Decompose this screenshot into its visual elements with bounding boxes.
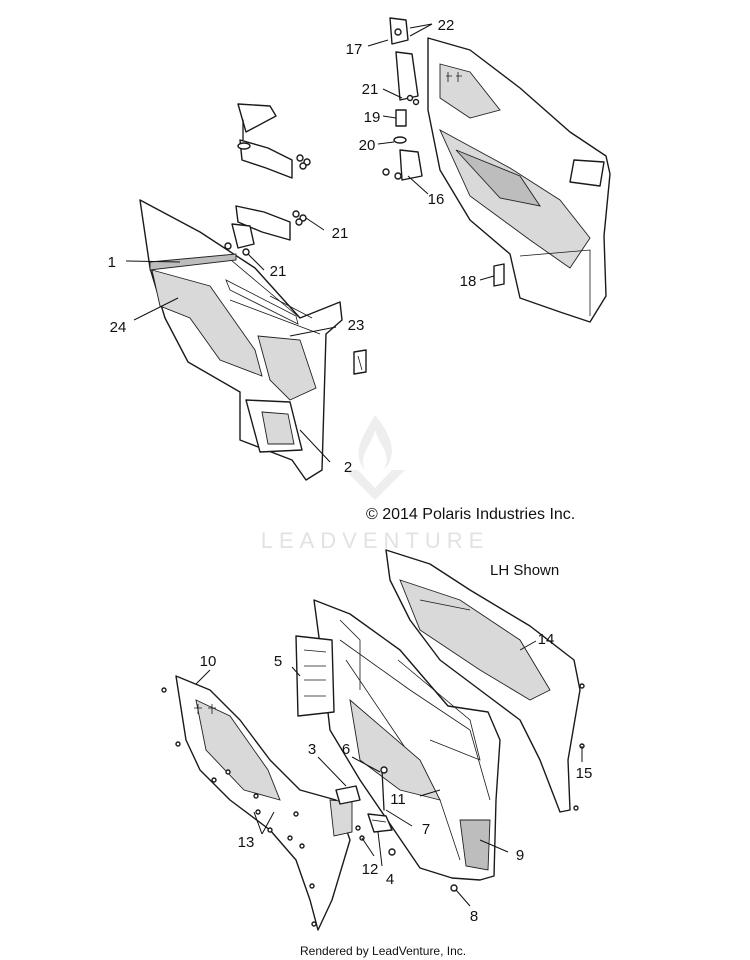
view-note: LH Shown — [490, 562, 559, 579]
watermark-text: LEADVENTURE — [261, 528, 490, 553]
lower-outer-cover — [385, 549, 581, 813]
door-frame-panel — [313, 599, 501, 881]
upper-hinge-bolts — [296, 154, 311, 170]
callout-2: 2 — [344, 459, 352, 476]
callout-10: 10 — [200, 653, 217, 670]
callout-21-upper: 21 — [362, 81, 379, 98]
callout-16: 16 — [428, 191, 445, 208]
inner-hinge-washer — [393, 136, 407, 144]
callout-1: 1 — [108, 254, 116, 271]
footer-text: Rendered by LeadVenture, Inc. — [300, 944, 466, 958]
callout-5: 5 — [274, 653, 282, 670]
callout-4: 4 — [386, 871, 394, 888]
callout-17: 17 — [346, 41, 363, 58]
latch-rod — [380, 766, 388, 811]
lower-inner-hinge-bracket — [382, 149, 423, 181]
lower-hinge-bolts — [292, 210, 307, 226]
upper-inner-door-panel — [427, 37, 611, 323]
latch-assembly — [367, 813, 393, 833]
latch-mount — [335, 785, 361, 805]
callout-21-middle: 21 — [332, 225, 349, 242]
lower-trim-panel — [175, 675, 353, 931]
callout-22: 22 — [438, 17, 455, 34]
callout-23: 23 — [348, 317, 365, 334]
callout-labels: 1 2 3 4 5 6 7 8 9 10 11 12 13 14 15 16 1… — [108, 17, 593, 925]
callout-12: 12 — [362, 861, 379, 878]
upper-inner-hinge-strap — [395, 51, 420, 106]
callout-19: 19 — [364, 109, 381, 126]
callout-14: 14 — [538, 631, 555, 648]
watermark-logo — [345, 415, 405, 500]
callout-11: 11 — [390, 791, 406, 808]
callout-24: 24 — [110, 319, 127, 336]
callout-3: 3 — [308, 741, 316, 758]
callout-13: 13 — [238, 834, 255, 851]
door-inner-plate — [295, 635, 335, 717]
leader-lines — [125, 23, 583, 907]
upper-inner-hinge-bracket — [389, 17, 409, 45]
lower-hinge-strap — [224, 205, 291, 256]
callout-7: 7 — [422, 821, 430, 838]
callout-20: 20 — [359, 137, 376, 154]
upper-hinge-strap — [237, 103, 293, 179]
door-latch-handle — [353, 349, 367, 375]
inner-hinge-pin — [395, 109, 407, 127]
callout-6: 6 — [342, 741, 350, 758]
callout-18: 18 — [460, 273, 477, 290]
callout-15: 15 — [576, 765, 593, 782]
copyright-text: © 2014 Polaris Industries Inc. — [366, 506, 575, 523]
fastener-screws — [161, 683, 585, 927]
callout-9: 9 — [516, 847, 524, 864]
striker-bracket — [493, 263, 505, 287]
callout-8: 8 — [470, 908, 478, 925]
callout-21-lower: 21 — [270, 263, 287, 280]
upper-door-panel-outer — [139, 199, 343, 481]
